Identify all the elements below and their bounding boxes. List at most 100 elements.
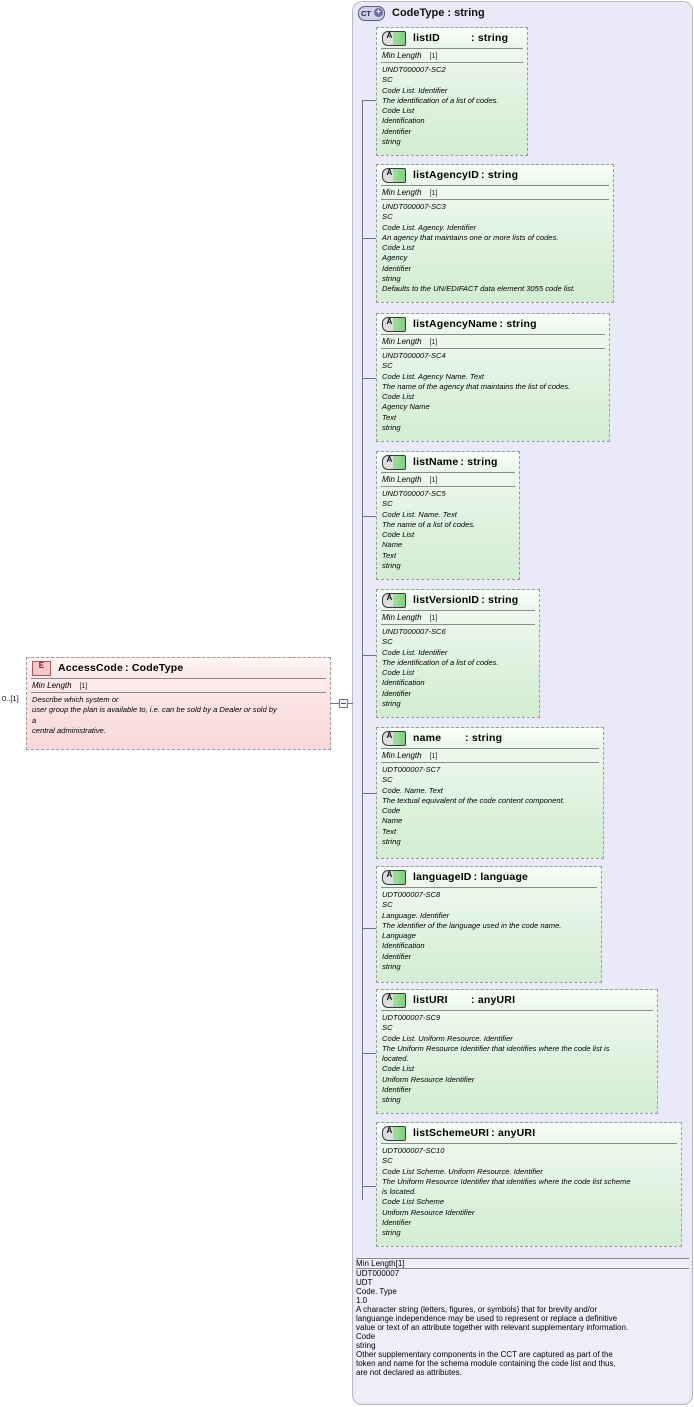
doc-line: Code (382, 806, 401, 816)
attribute-box-name[interactable]: name : string Min Length[1] UDT000007-SC… (376, 727, 604, 859)
divider (381, 472, 515, 473)
doc-line: SC (382, 499, 393, 509)
doc-line: The name of the agency that maintains th… (382, 381, 571, 391)
base-type-panel: Min Length[1] UDT000007 UDT Code. Type 1… (356, 1258, 689, 1402)
divider (381, 185, 609, 186)
attribute-icon (382, 869, 406, 885)
doc-line: string (382, 837, 401, 847)
attribute-type: : string (481, 594, 519, 606)
attribute-box-listagencyname[interactable]: listAgencyName : string Min Length[1] UN… (376, 313, 610, 442)
facet-label: Min Length (382, 751, 422, 760)
attribute-box-listuri[interactable]: listURI : anyURI UDT000007-SC9 SC Code L… (376, 989, 658, 1114)
attribute-header: listAgencyID : string (377, 165, 613, 185)
doc-line: The Uniform Resource Identifier that ide… (382, 1176, 631, 1186)
attribute-box-listschemeuri[interactable]: listSchemeURI : anyURI UDT000007-SC10 SC… (376, 1122, 682, 1247)
facet-label: Min Length (32, 681, 72, 690)
doc-line: Identifier (382, 126, 412, 136)
doc-line: string (382, 1228, 401, 1238)
attribute-icon (382, 454, 406, 470)
doc-line: Language. Identifier (382, 910, 450, 920)
complextype-expand-icon[interactable]: CT + (358, 5, 385, 21)
attribute-box-listid[interactable]: listID : string Min Length[1] UNDT000007… (376, 27, 528, 156)
base-doc: UDT000007 UDT Code. Type 1.0 A character… (356, 1269, 689, 1377)
attribute-header: listName : string (377, 452, 519, 472)
divider (381, 62, 523, 63)
attribute-name: languageID (413, 871, 472, 883)
attribute-doc: UDT000007-SC7 SC Code. Name. Text The te… (377, 763, 603, 851)
doc-line: UDT000007-SC10 (382, 1146, 445, 1155)
attribute-stub-8 (362, 1186, 376, 1187)
attribute-icon (382, 1125, 406, 1141)
divider (381, 748, 599, 749)
attribute-doc: UNDT000007-SC2 SC Code List. Identifier … (377, 63, 527, 151)
doc-line: is located. (382, 1187, 417, 1197)
facet-row: Min Length[1] (377, 611, 539, 624)
attribute-stub-7 (362, 1053, 376, 1054)
attribute-box-listversionid[interactable]: listVersionID : string Min Length[1] UND… (376, 589, 540, 718)
attribute-icon (382, 30, 406, 46)
attribute-header: listURI : anyURI (377, 990, 657, 1010)
divider (381, 762, 599, 763)
complextype-header[interactable]: CT + CodeType : string (358, 4, 485, 22)
attribute-box-languageid[interactable]: languageID : language UDT000007-SC8 SC L… (376, 866, 602, 983)
facet-label: Min Length (382, 475, 422, 484)
doc-line: Identifier (382, 1085, 412, 1095)
doc-line: Code List. Agency. Identifier (382, 222, 477, 232)
doc-line: string (382, 137, 401, 147)
doc-line: Code List. Identifier (382, 85, 448, 95)
attribute-doc: UNDT000007-SC4 SC Code List. Agency Name… (377, 349, 609, 437)
doc-line: Code List (382, 530, 415, 540)
doc-line: Code List (382, 106, 415, 116)
element-icon (32, 660, 51, 676)
doc-line: Code List (382, 1064, 415, 1074)
doc-line: UNDT000007-SC3 (382, 202, 446, 211)
plus-icon: + (374, 7, 383, 17)
doc-line: Identifier (382, 263, 412, 273)
facet-row: Min Length[1] (377, 49, 527, 62)
attribute-box-listagencyid[interactable]: listAgencyID : string Min Length[1] UNDT… (376, 164, 614, 303)
doc-line: SC (382, 900, 393, 910)
facet-row: Min Length[1] (377, 749, 603, 762)
doc-line: Uniform Resource Identifier (382, 1074, 475, 1084)
attribute-icon (382, 167, 406, 183)
attribute-name: name (413, 732, 442, 744)
divider (381, 610, 535, 611)
attribute-stub-0 (362, 100, 376, 101)
doc-line: Code List. Agency Name. Text (382, 371, 485, 381)
doc-line: SC (382, 637, 393, 647)
divider (381, 199, 609, 200)
doc-line: The name of a list of codes. (382, 519, 476, 529)
facet-cardinality: [1] (429, 477, 438, 484)
doc-line: are not declared as attributes. (356, 1368, 462, 1377)
complextype-icon-label: CT (361, 8, 371, 18)
attribute-icon (382, 316, 406, 332)
attribute-name: listName (413, 456, 459, 468)
divider (381, 624, 535, 625)
facet-cardinality: [1] (429, 615, 438, 622)
facet-label: Min Length (382, 337, 422, 346)
doc-line: Identifier (382, 1218, 412, 1228)
doc-line: SC (382, 212, 393, 222)
attribute-box-listname[interactable]: listName : string Min Length[1] UNDT0000… (376, 451, 520, 580)
divider (381, 348, 605, 349)
doc-line: Text (382, 550, 397, 560)
doc-line: Code List Scheme (382, 1197, 445, 1207)
element-type: : CodeType (125, 662, 184, 674)
divider (381, 1010, 653, 1011)
doc-line: Code List (382, 668, 415, 678)
attribute-doc: UNDT000007-SC6 SC Code List. Identifier … (377, 625, 539, 713)
attribute-icon (382, 992, 406, 1008)
element-box-accesscode[interactable]: AccessCode : CodeType Min Length[1] Desc… (26, 657, 331, 750)
facet-row: Min Length [1] (27, 679, 330, 692)
doc-line: Identification (382, 678, 425, 688)
attribute-stub-3 (362, 516, 376, 517)
attribute-type: : string (460, 456, 498, 468)
doc-line: The identification of a list of codes. (382, 95, 499, 105)
attribute-stub-5 (362, 793, 376, 794)
doc-line: located. (382, 1054, 409, 1064)
facet-cardinality: [1] (79, 683, 88, 690)
collapse-toggle-icon[interactable] (339, 699, 348, 708)
doc-line: Other supplementary components in the CC… (356, 1350, 613, 1359)
doc-line: user group the plan is available to, i.e… (32, 705, 277, 715)
doc-line: Language (382, 931, 416, 941)
